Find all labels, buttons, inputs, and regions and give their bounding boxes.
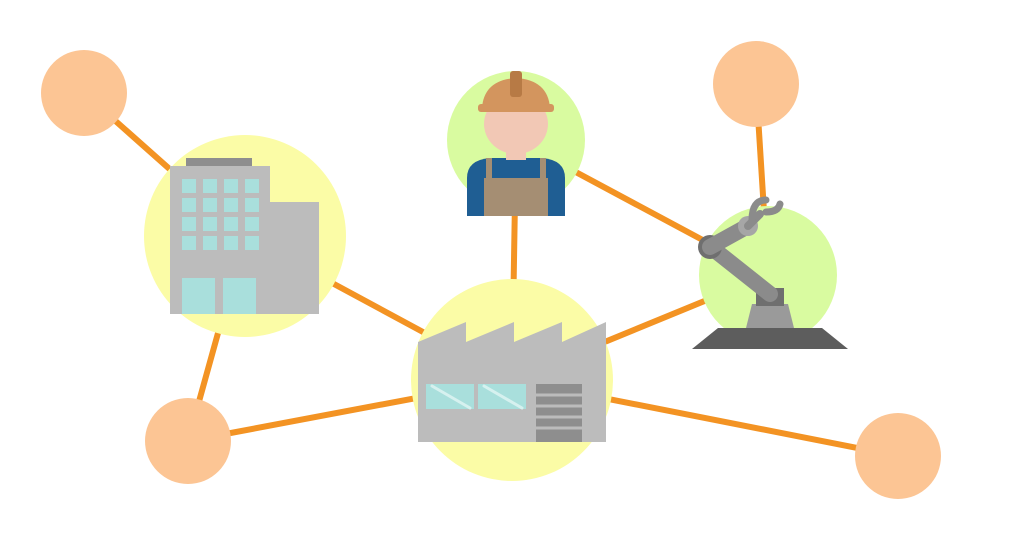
robot-arm-node	[692, 196, 848, 349]
peripheral-node-bottom-right	[855, 413, 941, 499]
peripheral-node-bottom-left	[145, 398, 231, 484]
construction-worker-icon	[467, 71, 565, 216]
helmet-crest	[510, 71, 522, 97]
factory-icon	[418, 322, 606, 442]
robot-arm-icon	[692, 196, 848, 349]
factory-node	[411, 279, 613, 481]
office-building-icon	[170, 158, 319, 314]
worker-node	[447, 71, 585, 216]
office-building-node	[144, 135, 346, 337]
peripheral-node-top-left	[41, 50, 127, 136]
peripheral-node-top-right	[713, 41, 799, 127]
